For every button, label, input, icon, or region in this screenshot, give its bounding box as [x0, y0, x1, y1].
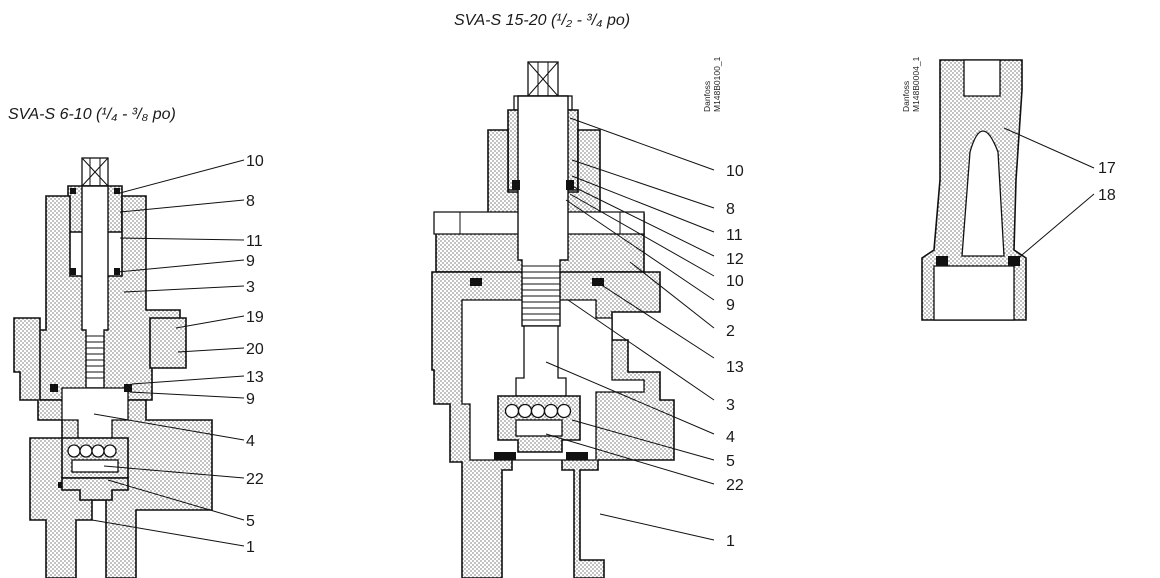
tool-label-18: 18 [1098, 187, 1116, 204]
large-label-9: 3 [726, 397, 735, 414]
small-valve-leaders [91, 159, 245, 547]
large-label-1: 10 [726, 163, 744, 180]
small-valve-drawing [13, 157, 213, 578]
small-label-8: 13 [246, 369, 264, 386]
large-label-11: 5 [726, 453, 735, 470]
large-code-brand: Danfoss [702, 81, 712, 112]
large-label-10: 4 [726, 429, 735, 446]
tool-bore [933, 265, 1015, 321]
large-lower-spindle [515, 325, 567, 397]
small-label-11: 22 [246, 471, 264, 488]
small-label-7: 20 [246, 341, 264, 358]
tool-drawing [921, 59, 1027, 321]
large-label-2: 8 [726, 201, 735, 218]
large-label-6: 9 [726, 297, 735, 314]
small-label-6: 19 [246, 309, 264, 326]
tool-seal-left [936, 256, 948, 266]
small-label-3: 11 [246, 233, 263, 250]
large-label-12: 22 [726, 477, 744, 494]
small-valve-numbers: 10 8 11 9 3 19 20 13 9 4 22 5 1 [246, 153, 264, 556]
tool-slot [963, 59, 1001, 97]
tool-code-ref: M148B0004_1 [911, 56, 921, 112]
tool-seal-right [1008, 256, 1020, 266]
small-label-5: 3 [246, 279, 255, 296]
tool-inner-cavity [961, 130, 1005, 257]
tool-leaders [1003, 127, 1095, 261]
tool-label-17: 17 [1098, 160, 1116, 177]
small-side-cap [149, 317, 187, 369]
large-label-7: 2 [726, 323, 735, 340]
small-label-2: 8 [246, 193, 255, 210]
small-label-10: 4 [246, 433, 255, 450]
large-label-5: 10 [726, 273, 744, 290]
title-large-valve: SVA-S 15-20 (¹/₂ - ³/₄ po) [454, 12, 631, 29]
small-label-4: 9 [246, 253, 255, 270]
large-label-4: 12 [726, 251, 744, 268]
large-valve-leaders [545, 117, 715, 541]
large-spindle [517, 95, 569, 327]
large-valve-numbers: 10 8 11 12 10 9 2 13 3 4 5 22 1 [726, 163, 744, 550]
small-label-9: 9 [246, 391, 255, 408]
tool-code-brand: Danfoss [901, 81, 911, 112]
small-spindle [81, 185, 109, 389]
small-label-13: 1 [246, 539, 255, 556]
small-label-1: 10 [246, 153, 264, 170]
title-small-valve: SVA-S 6-10 (¹/₄ - ³/₈ po) [8, 106, 176, 123]
large-label-13: 1 [726, 533, 735, 550]
large-valve-drawing [431, 61, 675, 578]
large-label-3: 11 [726, 227, 743, 244]
large-code-ref: M148B0100_1 [712, 56, 722, 112]
large-label-8: 13 [726, 359, 744, 376]
small-label-12: 5 [246, 513, 255, 530]
